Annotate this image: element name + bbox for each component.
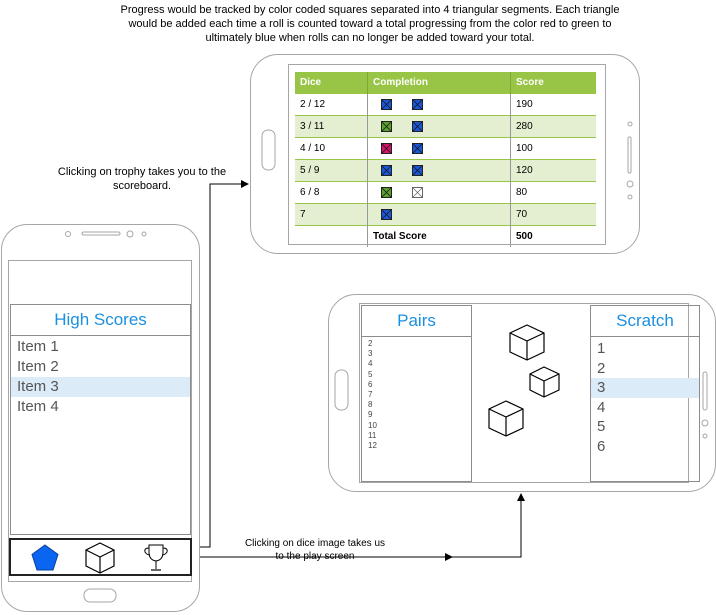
table-row: 7 70: [295, 203, 596, 226]
high-score-item[interactable]: Item 3: [11, 377, 190, 397]
dice-icon[interactable]: [509, 324, 549, 364]
scratch-item[interactable]: 4: [597, 398, 606, 416]
pair-item[interactable]: 4: [368, 359, 373, 369]
pair-item[interactable]: 3: [368, 349, 373, 359]
dice-icon[interactable]: [83, 541, 117, 575]
column-header-score: Score: [510, 72, 596, 94]
progress-square-blue: [381, 98, 392, 110]
score-cell: 190: [510, 93, 596, 116]
high-score-item[interactable]: Item 4: [17, 398, 59, 415]
pairs-title: Pairs: [362, 306, 471, 337]
dice-icon[interactable]: [488, 400, 528, 440]
progress-square-blue: [381, 164, 392, 176]
pair-item[interactable]: 7: [368, 390, 373, 400]
dice-cell: 3 / 11: [295, 115, 368, 138]
pair-item[interactable]: 2: [368, 339, 373, 348]
table-row: 4 / 10 100: [295, 137, 596, 160]
progress-square-empty: [412, 186, 423, 198]
pentagon-icon[interactable]: [30, 543, 60, 573]
column-header-completion: Completion: [367, 72, 511, 94]
high-score-item[interactable]: Item 2: [17, 358, 59, 375]
total-value: 500: [510, 225, 596, 247]
progress-square-blue: [412, 164, 423, 176]
pair-item[interactable]: 11: [368, 430, 377, 440]
dice-arrow-2: [452, 493, 525, 558]
scratch-item[interactable]: 6: [597, 437, 606, 455]
pair-item[interactable]: 12: [368, 441, 377, 451]
dice-cell: 7: [295, 203, 368, 226]
dice-cell: 4 / 10: [295, 137, 368, 160]
total-blank-cell: [295, 225, 368, 247]
score-cell: 70: [510, 203, 596, 226]
completion-cell: [367, 137, 511, 160]
scratch-item[interactable]: 5: [597, 418, 606, 435]
table-row: 3 / 11 280: [295, 115, 596, 138]
progress-square-blue: [412, 120, 423, 132]
trophy-arrow: [192, 180, 249, 548]
pair-item[interactable]: 5: [368, 369, 373, 379]
home-screen: [8, 260, 192, 582]
score-cell: 100: [510, 137, 596, 160]
scratch-item[interactable]: 3: [591, 378, 699, 398]
trophy-note: Clicking on trophy takes you to the scor…: [57, 166, 227, 192]
pair-item[interactable]: 9: [368, 410, 373, 420]
scratch-title: Scratch: [591, 306, 699, 337]
high-score-item[interactable]: Item 1: [17, 338, 59, 355]
progress-square-blue: [412, 98, 423, 110]
dice-cell: 5 / 9: [295, 159, 368, 182]
table-row: 6 / 8 80: [295, 181, 596, 204]
progress-square-blue: [412, 142, 423, 154]
score-cell: 120: [510, 159, 596, 182]
dice-cell: 6 / 8: [295, 181, 368, 204]
dice-icon[interactable]: [529, 366, 563, 400]
completion-cell: [367, 115, 511, 138]
score-cell: 80: [510, 181, 596, 204]
progress-square-green: [381, 120, 392, 132]
completion-cell: [367, 159, 511, 182]
pair-item[interactable]: 8: [368, 400, 373, 410]
completion-cell: [367, 203, 511, 226]
scoreboard-table: Dice Completion Score 2 / 12 190 3 / 11 280…: [295, 72, 596, 247]
pair-item[interactable]: 10: [368, 420, 377, 430]
progress-note: Progress would be tracked by color coded…: [120, 4, 620, 44]
progress-square-green: [381, 186, 392, 198]
scratch-item[interactable]: 1: [597, 340, 606, 357]
progress-square-red: [381, 142, 392, 154]
completion-cell: [367, 93, 511, 116]
scratch-item[interactable]: 2: [597, 359, 606, 377]
table-row: 5 / 9 120: [295, 159, 596, 182]
total-label: Total Score: [367, 225, 511, 247]
progress-square-blue: [381, 208, 392, 220]
score-cell: 280: [510, 115, 596, 138]
completion-cell: [367, 181, 511, 204]
pair-item[interactable]: 6: [368, 379, 373, 389]
column-header-dice: Dice: [295, 72, 368, 94]
trophy-icon[interactable]: [143, 542, 169, 574]
dice-cell: 2 / 12: [295, 93, 368, 116]
table-row: 2 / 12 190: [295, 93, 596, 116]
